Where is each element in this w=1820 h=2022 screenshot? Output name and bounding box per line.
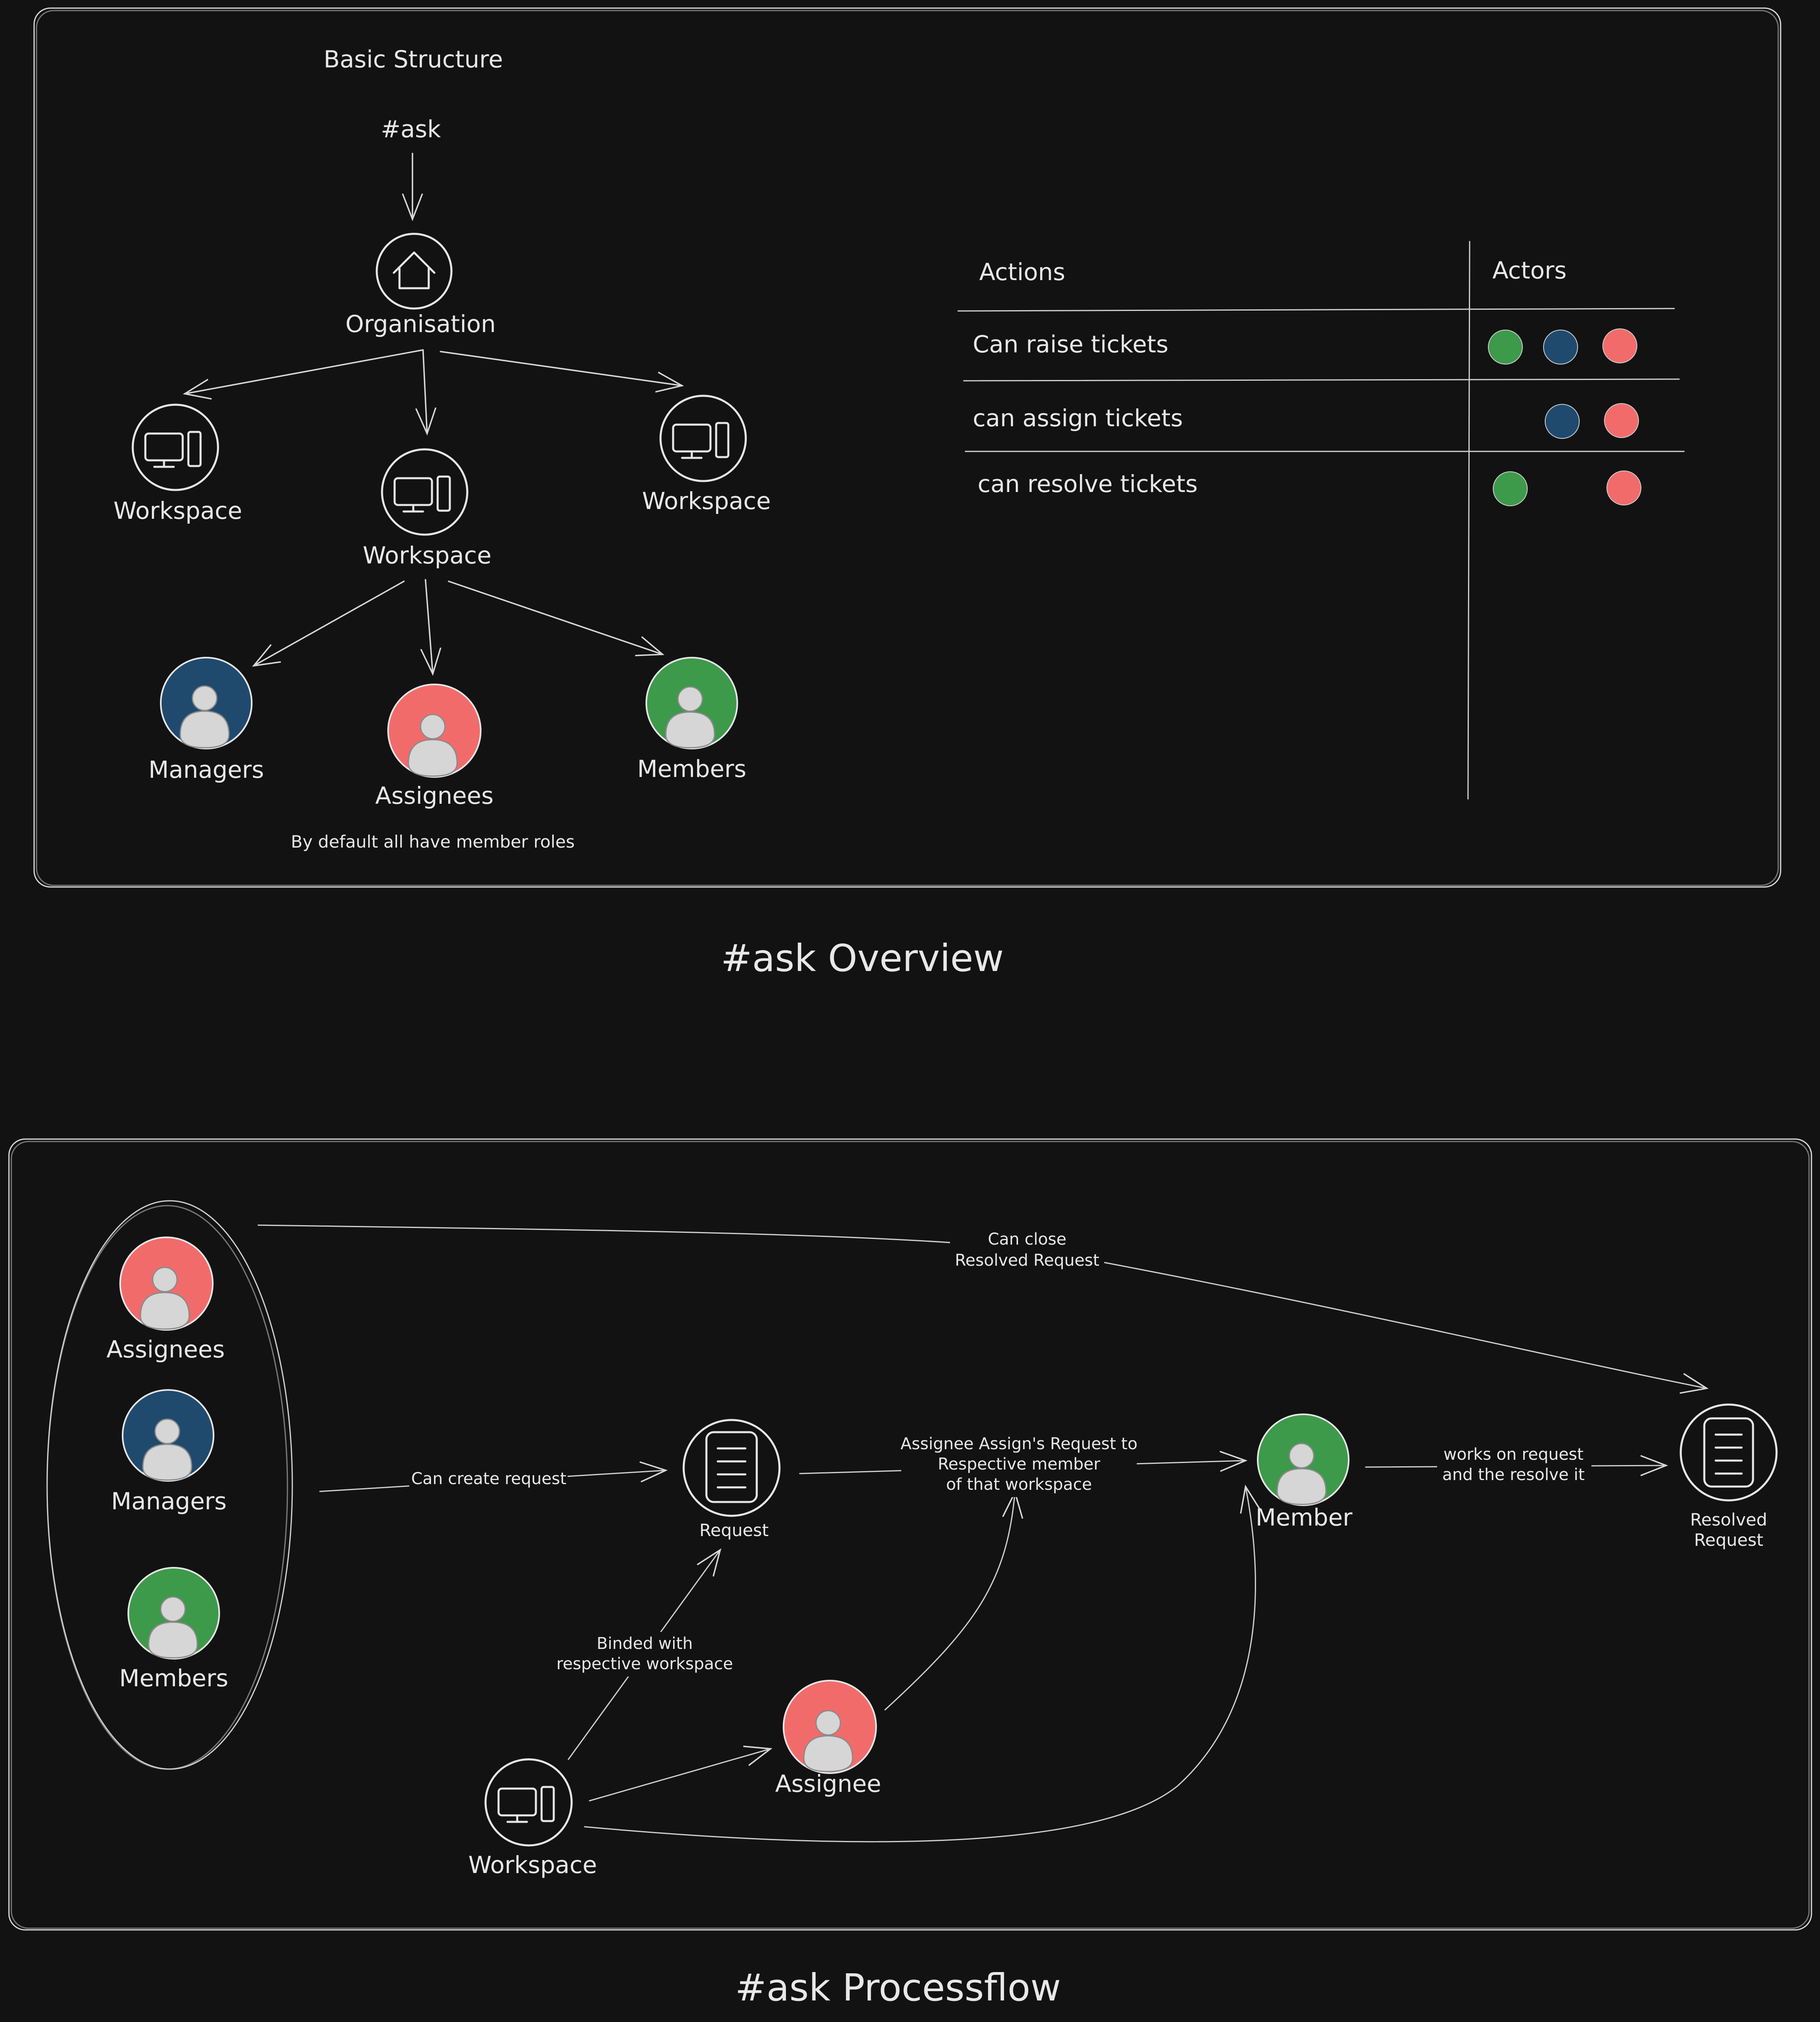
- svg-text:Resolved Request: Resolved Request: [955, 1251, 1099, 1270]
- request-node[interactable]: Request: [682, 1419, 781, 1540]
- table-row-rule: [963, 378, 1680, 382]
- person-icon: [140, 1267, 190, 1330]
- overview-caption: #ask Overview: [721, 937, 1004, 980]
- overview-note: By default all have member roles: [291, 832, 574, 852]
- edge-org-workspace-center: [423, 349, 427, 434]
- computer-icon: [144, 431, 202, 468]
- workspace-center-label: Workspace: [363, 542, 491, 569]
- pf-assignee-node[interactable]: Assignee: [775, 1680, 881, 1798]
- pf-workspace-label: Workspace: [468, 1851, 597, 1879]
- person-icon: [148, 1596, 198, 1659]
- table-divider-vertical: [1467, 241, 1470, 800]
- row-action-label: can resolve tickets: [978, 470, 1198, 498]
- person-icon: [803, 1710, 853, 1772]
- table-header-rule: [957, 308, 1675, 312]
- svg-text:Assignee Assign's Request to: Assignee Assign's Request to: [900, 1435, 1138, 1453]
- edge-org-workspace-right: [440, 351, 682, 386]
- assignees-label: Assignees: [375, 782, 493, 809]
- overview-frame: [33, 7, 1781, 888]
- svg-text:works on request: works on request: [1444, 1445, 1584, 1464]
- table-header-actors: Actors: [1492, 257, 1567, 284]
- document-icon: [1703, 1417, 1754, 1488]
- svg-text:respective workspace: respective workspace: [557, 1655, 733, 1673]
- edge-label-create: Can create request: [409, 1468, 568, 1491]
- workspace-right-label: Workspace: [642, 487, 771, 515]
- processflow-frame: [8, 1138, 1812, 1931]
- svg-text:of that workspace: of that workspace: [946, 1475, 1092, 1494]
- actor-dot-assignee: [1604, 403, 1639, 438]
- pf-assignee-label: Assignee: [775, 1770, 881, 1798]
- request-label: Request: [700, 1520, 769, 1540]
- actor-dot-manager: [1543, 330, 1578, 365]
- members-node[interactable]: Members: [637, 657, 747, 783]
- svg-text:and the resolve it: and the resolve it: [1442, 1465, 1585, 1484]
- edge-workspace-assignee: [589, 1749, 771, 1802]
- edge-label-binded: Binded with respective workspace: [552, 1632, 735, 1677]
- processflow-caption: #ask Processflow: [735, 1966, 1061, 2009]
- resolved-request-label-line1: Resolved: [1690, 1510, 1767, 1530]
- processflow-panel: Assignees Managers Members: [8, 1138, 1812, 1931]
- row-action-label: Can raise tickets: [973, 330, 1168, 358]
- edge-workspace-members: [448, 580, 663, 654]
- pf-managers-node[interactable]: Managers: [111, 1389, 227, 1515]
- overview-panel: Basic Structure #ask Organisation Work: [33, 7, 1781, 888]
- edge-workspace-assignees: [425, 579, 433, 674]
- table-header-actions: Actions: [979, 258, 1065, 286]
- edge-workspace-managers: [254, 580, 405, 666]
- root-label: #ask: [381, 115, 441, 143]
- actor-dot-member: [1493, 471, 1528, 506]
- actor-dot-member: [1488, 330, 1523, 365]
- organisation-node[interactable]: Organisation: [345, 233, 496, 338]
- person-icon: [142, 1418, 192, 1481]
- workspace-node-center[interactable]: Workspace: [363, 448, 492, 569]
- workspace-node-left[interactable]: Workspace: [113, 404, 242, 524]
- table-row: Can raise tickets: [973, 328, 1637, 365]
- edge-assignee-assign: [884, 1492, 1015, 1711]
- organisation-label: Organisation: [345, 310, 496, 338]
- pf-assignees-label: Assignees: [106, 1336, 225, 1363]
- house-icon: [393, 251, 436, 289]
- person-icon: [179, 685, 230, 749]
- managers-node[interactable]: Managers: [149, 657, 264, 783]
- pf-members-node[interactable]: Members: [119, 1567, 229, 1692]
- table-row: can resolve tickets: [978, 470, 1641, 506]
- edge-label-close: Can close Resolved Request: [950, 1228, 1104, 1273]
- assignees-node[interactable]: Assignees: [375, 684, 494, 809]
- pf-member-node[interactable]: Member: [1256, 1413, 1353, 1531]
- actor-dot-manager: [1545, 404, 1580, 439]
- svg-text:Can create request: Can create request: [411, 1470, 566, 1488]
- computer-icon: [393, 475, 451, 513]
- computer-icon: [672, 422, 730, 459]
- workspace-left-label: Workspace: [113, 497, 242, 524]
- computer-icon: [497, 1786, 555, 1823]
- row-action-label: can assign tickets: [973, 404, 1183, 432]
- actor-dot-assignee: [1602, 328, 1637, 363]
- svg-text:Can close: Can close: [988, 1230, 1067, 1249]
- svg-text:Binded with: Binded with: [597, 1634, 693, 1653]
- managers-label: Managers: [149, 756, 264, 783]
- actor-dot-assignee: [1606, 470, 1641, 505]
- edge-org-workspace-left: [185, 349, 424, 394]
- edge-workspace-member: [584, 1487, 1255, 1843]
- pf-member-label: Member: [1256, 1504, 1353, 1531]
- pf-workspace-node[interactable]: Workspace: [468, 1758, 597, 1879]
- overview-heading: Basic Structure: [324, 45, 503, 73]
- pf-members-label: Members: [119, 1664, 229, 1692]
- edge-label-works: works on request and the resolve it: [1437, 1441, 1591, 1486]
- edge-label-assign: Assignee Assign's Request to Respective …: [900, 1433, 1138, 1497]
- pf-assignees-node[interactable]: Assignees: [106, 1237, 225, 1363]
- person-icon: [408, 714, 458, 777]
- members-label: Members: [637, 755, 747, 783]
- resolved-request-label-line2: Request: [1694, 1530, 1764, 1550]
- roles-table: Actions Actors Can raise tickets can ass…: [957, 241, 1685, 800]
- document-icon: [705, 1431, 758, 1503]
- person-icon: [1276, 1443, 1327, 1505]
- pf-managers-label: Managers: [111, 1487, 227, 1515]
- resolved-request-node[interactable]: Resolved Request: [1680, 1403, 1778, 1550]
- svg-text:Respective member: Respective member: [938, 1455, 1101, 1474]
- table-row: can assign tickets: [973, 403, 1639, 439]
- person-icon: [665, 686, 715, 749]
- workspace-node-right[interactable]: Workspace: [642, 395, 771, 515]
